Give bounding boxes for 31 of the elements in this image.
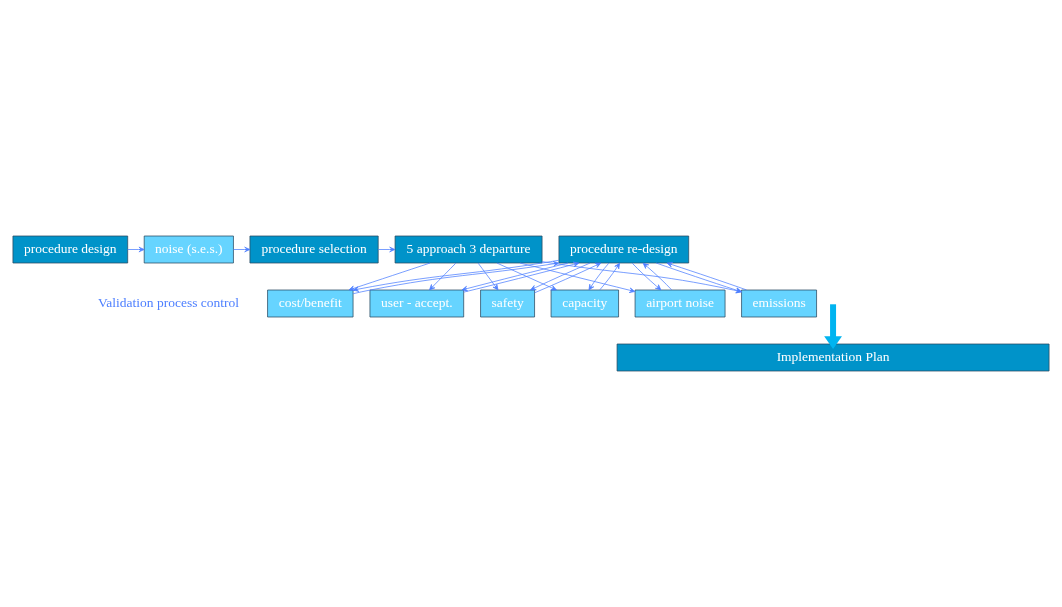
arrow bbox=[463, 261, 580, 293]
node-box: safety bbox=[480, 289, 535, 318]
arrow bbox=[348, 262, 431, 291]
label: Validation process control bbox=[98, 294, 240, 310]
node-box: noise (s.e.s.) bbox=[143, 235, 234, 264]
arrow bbox=[519, 262, 636, 293]
node-box: procedure design bbox=[12, 235, 129, 264]
arrow bbox=[461, 262, 569, 292]
node-box: 5 approach 3 departure bbox=[394, 235, 543, 264]
node-box: capacity bbox=[550, 289, 619, 318]
arrow bbox=[534, 262, 602, 294]
arrow bbox=[588, 262, 610, 291]
arrow bbox=[599, 262, 620, 291]
node-box: airport noise bbox=[634, 289, 726, 318]
arrow bbox=[631, 262, 662, 291]
arrow bbox=[530, 262, 591, 291]
node-box: user - accept. bbox=[369, 289, 465, 318]
node-box: emissions bbox=[741, 289, 817, 318]
arrow bbox=[824, 304, 842, 350]
arrow bbox=[666, 262, 747, 291]
arrow bbox=[496, 262, 557, 291]
arrow bbox=[377, 246, 396, 253]
node-box: Implementation Plan bbox=[616, 343, 1050, 372]
arrow bbox=[233, 246, 251, 253]
arrow bbox=[477, 262, 499, 291]
arrow bbox=[127, 246, 145, 253]
arrow bbox=[642, 262, 673, 291]
node-box: procedure selection bbox=[249, 235, 379, 264]
node-box: procedure re-design bbox=[558, 235, 690, 264]
arrow bbox=[429, 262, 457, 291]
node-box: cost/benefit bbox=[267, 289, 354, 318]
